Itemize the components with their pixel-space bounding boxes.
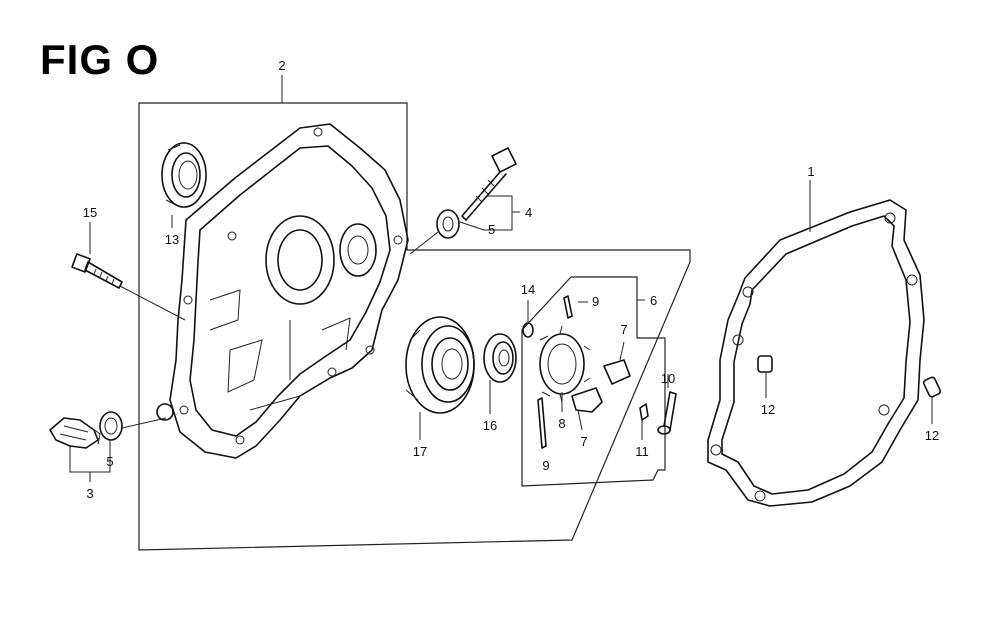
callout-7-lower: 7 <box>580 434 587 449</box>
callout-5-lower: 5 <box>106 454 113 469</box>
figure-title: FIG O <box>40 36 160 83</box>
leader-5a <box>459 221 485 231</box>
governor-weight <box>571 387 603 413</box>
oil-seal-small <box>483 333 517 383</box>
callout-13: 13 <box>165 232 179 247</box>
callout-3: 3 <box>86 486 93 501</box>
callout-17: 17 <box>413 444 427 459</box>
callout-8: 8 <box>558 416 565 431</box>
leader-7a <box>619 341 625 361</box>
o-ring-lower <box>99 411 123 441</box>
shaft-pin-10 <box>657 391 677 435</box>
callout-9-lower: 9 <box>542 458 549 473</box>
governor-holder <box>603 359 631 385</box>
callout-14: 14 <box>521 282 535 297</box>
case-cover-gasket <box>707 199 925 507</box>
leader-5a-line <box>409 231 439 255</box>
bracket-4 <box>484 195 513 231</box>
assembly-frame-6 <box>521 276 666 487</box>
oil-filler-cap <box>49 417 101 449</box>
oil-level-gauge <box>461 147 517 221</box>
drain-plug-port <box>156 403 174 421</box>
dowel-pin-left <box>757 355 773 373</box>
oil-seal <box>161 142 207 208</box>
callout-12-left: 12 <box>761 402 775 417</box>
washer-14 <box>522 322 534 338</box>
callout-7-upper: 7 <box>620 322 627 337</box>
callout-15: 15 <box>83 205 97 220</box>
radial-ball-bearing <box>405 316 475 414</box>
dowel-pin-right <box>922 376 942 398</box>
flange-bolt <box>71 253 123 289</box>
leader-5b-line <box>121 417 167 429</box>
callout-1: 1 <box>807 164 814 179</box>
leader-7b <box>577 409 583 431</box>
callout-9-upper: 9 <box>592 294 599 309</box>
governor-pin-upper <box>563 295 573 319</box>
callout-12-right: 12 <box>925 428 939 443</box>
governor-gear <box>539 325 591 403</box>
assembly-frame-2 <box>138 102 691 551</box>
leader-15b <box>119 285 186 321</box>
bracket-3 <box>69 445 111 473</box>
callout-4: 4 <box>525 205 532 220</box>
callout-10: 10 <box>661 371 675 386</box>
o-ring-upper <box>436 209 460 239</box>
clip-11 <box>639 403 649 421</box>
crankcase-cover <box>169 123 409 459</box>
callout-6: 6 <box>650 293 657 308</box>
callout-5-upper: 5 <box>488 222 495 237</box>
callout-2: 2 <box>278 58 285 73</box>
governor-pin-lower <box>537 397 547 449</box>
callout-11: 11 <box>635 444 649 459</box>
callout-16: 16 <box>483 418 497 433</box>
